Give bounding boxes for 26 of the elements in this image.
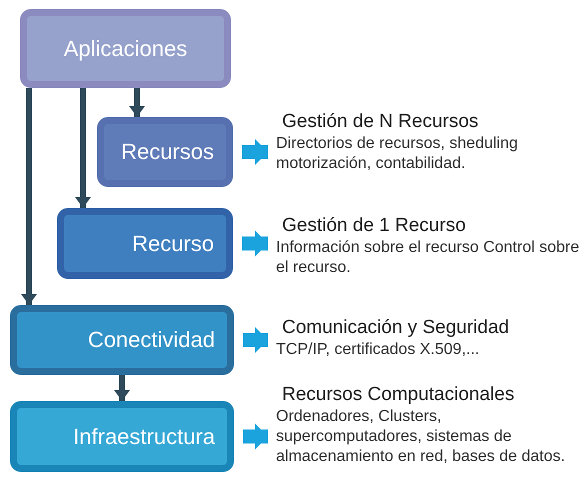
description-text: TCP/IP, certificados X.509,... xyxy=(276,340,480,360)
layer-box xyxy=(97,117,233,187)
description-text: Directorios de recursos, sheduling motorización, contabilidad. xyxy=(276,134,519,174)
description-heading: Comunicación y Seguridad xyxy=(282,316,510,340)
block-arrow xyxy=(243,424,268,450)
layer-box xyxy=(10,305,234,375)
layer-label: Recurso xyxy=(132,230,214,256)
layer-box xyxy=(20,9,231,88)
layer-box xyxy=(57,208,233,279)
description-text: Información sobre el recurso Control sobre el recurso. xyxy=(276,238,580,278)
description-text: Ordenadores, Clusters, supercomputadores, sistemas de almacenamiento en red, bases de datos. xyxy=(276,407,566,467)
block-arrow xyxy=(242,139,268,165)
layer-label: Recursos xyxy=(121,139,214,165)
description-heading: Gestión de 1 Recurso xyxy=(282,214,466,238)
layer-label: Aplicaciones xyxy=(64,36,188,62)
arrow xyxy=(114,375,130,401)
arrow xyxy=(129,88,145,117)
description-heading: Recursos Computacionales xyxy=(282,383,514,407)
arrow xyxy=(75,88,91,208)
block-arrow xyxy=(242,230,268,256)
arrow xyxy=(21,88,37,305)
layer-box xyxy=(10,401,234,472)
block-arrow xyxy=(243,327,268,353)
layer-label: Conectividad xyxy=(88,327,215,353)
description-heading: Gestión de N Recursos xyxy=(282,110,478,134)
layer-label: Infraestructura xyxy=(73,424,215,450)
